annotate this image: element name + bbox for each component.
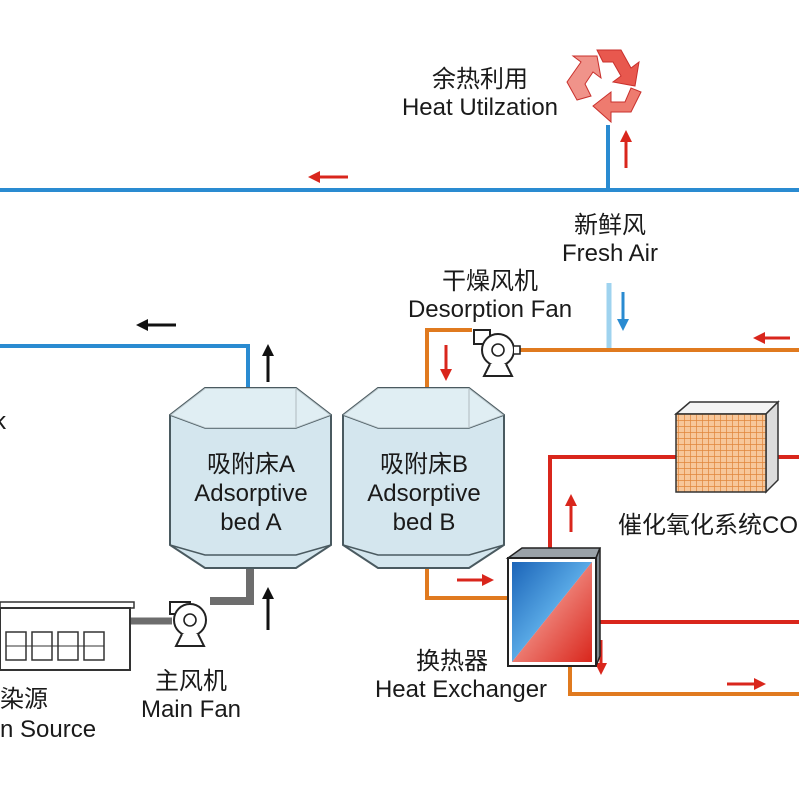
fresh-air-label: 新鲜风 Fresh Air (540, 212, 680, 268)
desorption-fan-en: Desorption Fan (407, 296, 573, 323)
left-edge-label: k (0, 408, 8, 436)
heat-utilization-en: Heat Utilzation (401, 94, 559, 121)
arrow-right-red-bottom (727, 678, 766, 690)
clean-air-duct (0, 344, 250, 394)
heat-exchanger-en: Heat Exchanger (374, 676, 548, 703)
arrow-left-red-desorption (753, 332, 790, 344)
exhaust-main-duct (0, 125, 799, 192)
main-fan-icon (169, 601, 207, 647)
bed-b-en-2: bed B (392, 509, 456, 536)
arrow-right-red-exchanger (457, 574, 494, 586)
pollution-source-en: n Source (0, 716, 97, 743)
heat-utilization-label: 余热利用 Heat Utilzation (380, 66, 580, 122)
adsorptive-bed-b (342, 387, 505, 569)
fresh-air-zh: 新鲜风 (574, 212, 646, 239)
fresh-air-en: Fresh Air (561, 240, 659, 267)
bed-b-label: 吸附床B Adsorptive bed B (345, 450, 503, 537)
left-edge-text: k (0, 408, 6, 435)
arrow-left-red-top (308, 171, 348, 183)
centrifugal-fan-icon (473, 329, 521, 377)
arrow-up-black-bed-a (262, 344, 274, 382)
pollution-source-zh: 染源 (0, 686, 48, 713)
arrow-up-black-fan (262, 587, 274, 630)
main-fan-en: Main Fan (140, 696, 242, 723)
heat-exchanger-label: 换热器 Heat Exchanger (356, 648, 566, 704)
bed-b-zh: 吸附床B (379, 451, 468, 478)
pollution-source-label: 染源 n Source (0, 686, 110, 744)
factory-building-icon (0, 601, 135, 671)
main-fan-zh: 主风机 (155, 668, 227, 695)
catalytic-oxidation-zh: 催化氧化系统CO (618, 512, 798, 539)
recycle-icon (566, 49, 642, 124)
heat-exchanger-icon (505, 547, 602, 667)
bed-a-en-1: Adsorptive (194, 480, 308, 507)
heat-exchanger-zh: 换热器 (416, 648, 488, 675)
main-fan-label: 主风机 Main Fan (128, 668, 254, 724)
arrow-down-red-exchanger (595, 640, 607, 675)
adsorptive-bed-a (169, 387, 332, 569)
bed-a-en-2: bed A (220, 509, 282, 536)
catalytic-oxidation-label: 催化氧化系统CO (618, 512, 799, 540)
arrow-up-red-heat (620, 130, 632, 168)
main-fan-duct (128, 568, 254, 625)
arrow-up-red-exchanger (565, 494, 577, 532)
heat-utilization-zh: 余热利用 (432, 66, 528, 93)
bed-a-label: 吸附床A Adsorptive bed A (172, 450, 330, 537)
bed-b-en-1: Adsorptive (367, 480, 481, 507)
arrow-down-blue-fresh (617, 292, 629, 331)
desorption-fan-zh: 干燥风机 (442, 268, 538, 295)
bed-a-zh: 吸附床A (206, 451, 295, 478)
catalyst-block-icon (673, 400, 780, 494)
arrow-left-black-clean (136, 319, 176, 331)
desorption-fan-label: 干燥风机 Desorption Fan (390, 268, 590, 324)
arrow-down-red-bed-b (440, 345, 452, 381)
